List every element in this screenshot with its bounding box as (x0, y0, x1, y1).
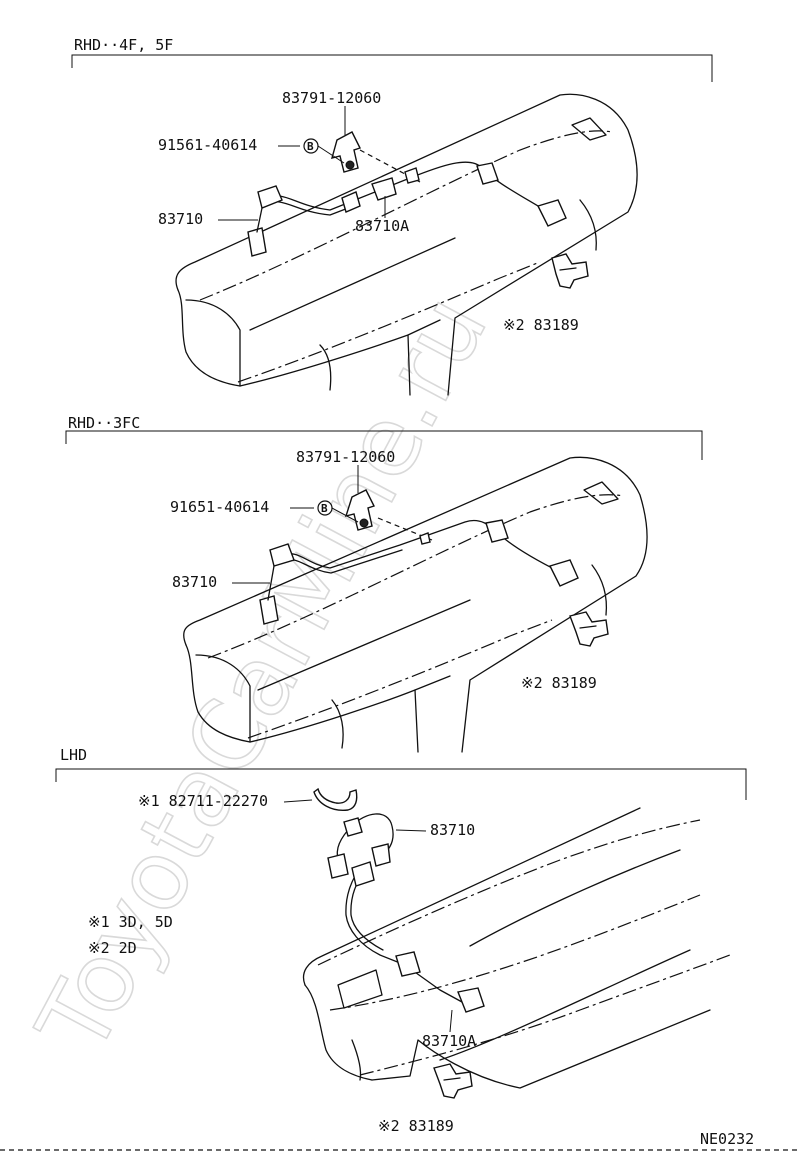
clamp-82711 (313, 787, 358, 811)
section-bracket-line (65, 430, 703, 460)
section-title: RHD··4F, 5F (74, 36, 173, 54)
bracket-83791 (331, 131, 361, 173)
section-bracket-line (71, 54, 713, 82)
note-2: ※2 2D (88, 939, 137, 957)
section-lhd: LHD (55, 746, 747, 1135)
speedometer-cable-83710 (247, 161, 567, 257)
section-title: RHD··3FC (68, 414, 140, 432)
speed-sensor-83189 (569, 611, 609, 647)
label-bracket: 83791-12060 (282, 89, 381, 107)
instrument-panel (302, 807, 731, 1089)
label-cable: 83710 (430, 821, 475, 839)
label-sensor: ※2 83189 (378, 1117, 454, 1135)
label-cable: 83710 (172, 573, 217, 591)
leader (331, 507, 359, 523)
label-bolt: 91651-40614 (170, 498, 269, 516)
speed-sensor-83189 (551, 253, 589, 289)
label-bolt: 91561-40614 (158, 136, 257, 154)
figure-code: NE0232 (700, 1130, 754, 1148)
leader (449, 1009, 453, 1033)
note-1: ※1 3D, 5D (88, 913, 173, 931)
label-sensor: ※2 83189 (503, 316, 579, 334)
leader (317, 145, 345, 164)
label-cable-sub: 83710A (355, 217, 409, 235)
section-rhd-3fc: RHD··3FC (65, 414, 703, 753)
leader (283, 799, 313, 803)
label-clamp: ※1 82711-22270 (138, 792, 268, 810)
bolt-badge-text: B (307, 140, 314, 153)
label-bracket: 83791-12060 (296, 448, 395, 466)
label-cable: 83710 (158, 210, 203, 228)
bracket-83791 (344, 489, 375, 531)
instrument-panel (183, 456, 648, 753)
bolt-badge-text: B (321, 502, 328, 515)
label-cable-sub: 83710A (422, 1032, 476, 1050)
speed-sensor-83189 (433, 1063, 473, 1099)
instrument-panel (175, 93, 638, 396)
section-rhd-4f-5f: RHD··4F, 5F (71, 36, 713, 396)
label-sensor: ※2 83189 (521, 674, 597, 692)
section-title: LHD (60, 746, 87, 764)
speedometer-cable-83710 (327, 813, 485, 1013)
section-bracket-line (55, 768, 747, 800)
speedometer-cable-83710 (259, 519, 579, 625)
leader (395, 829, 427, 832)
